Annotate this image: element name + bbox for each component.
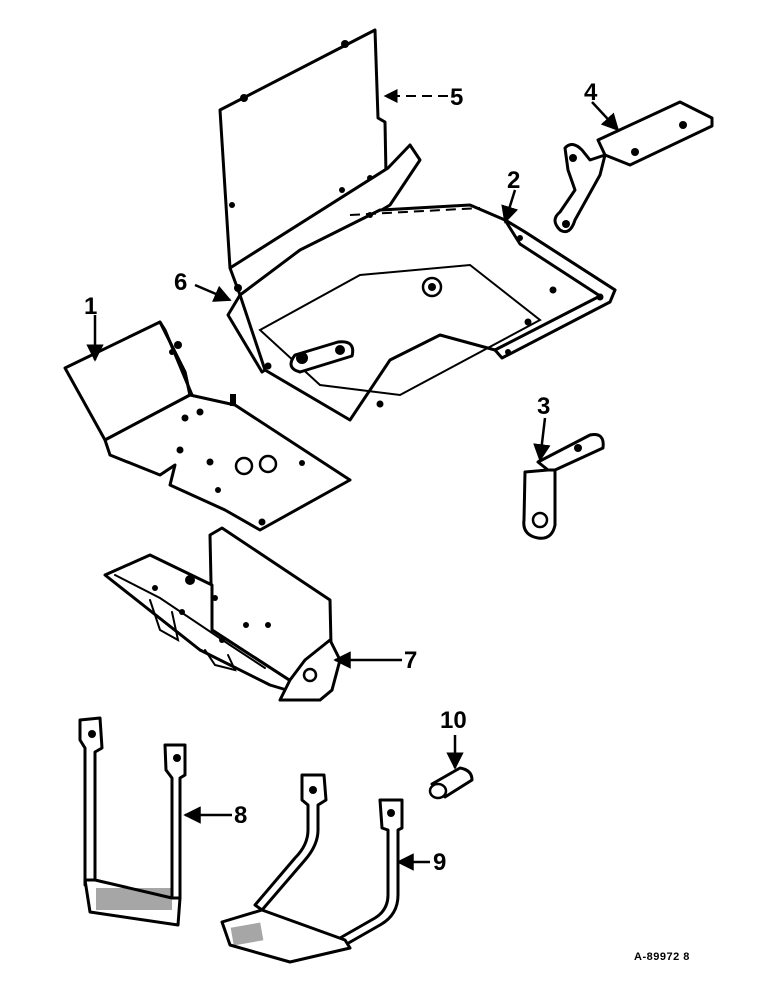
figure-id: A-89972 8 bbox=[634, 951, 690, 963]
callout-labels: 1 2 3 4 5 6 7 8 9 10 bbox=[84, 79, 598, 876]
callout-4: 4 bbox=[584, 79, 598, 106]
callout-6: 6 bbox=[174, 269, 187, 296]
leader-lines bbox=[86, 89, 620, 871]
part-7-step-assembly bbox=[103, 526, 342, 702]
part-9-step bbox=[220, 773, 404, 964]
part-10-pin bbox=[428, 766, 474, 800]
callout-10: 10 bbox=[440, 707, 467, 734]
part-8-step bbox=[78, 716, 187, 927]
part-4-bracket bbox=[553, 100, 714, 234]
callout-2: 2 bbox=[507, 167, 520, 194]
callout-3: 3 bbox=[537, 393, 550, 420]
callout-5: 5 bbox=[450, 84, 463, 111]
part-2-floor-plate bbox=[226, 143, 617, 422]
callout-9: 9 bbox=[433, 849, 446, 876]
callout-7: 7 bbox=[404, 647, 417, 674]
part-3-angle-bracket bbox=[522, 433, 605, 540]
part-1-left-plate bbox=[63, 320, 352, 532]
callout-1: 1 bbox=[84, 293, 97, 320]
callout-8: 8 bbox=[234, 802, 247, 829]
